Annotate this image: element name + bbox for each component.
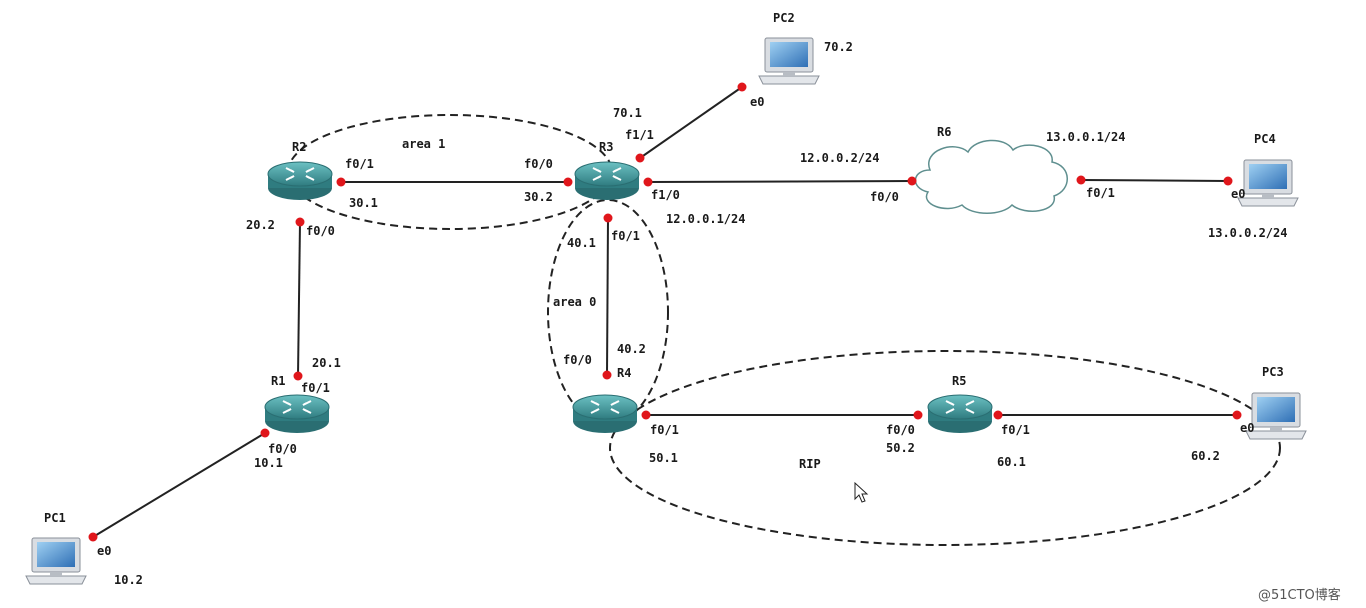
r1-ip-20-1: 20.1 xyxy=(312,356,341,370)
r3-ip-12-0-0-1: 12.0.0.1/24 xyxy=(666,212,746,226)
r5-ip-50-2: 50.2 xyxy=(886,441,915,455)
r2-f00-label: f0/0 xyxy=(306,224,335,238)
area1-label: area 1 xyxy=(402,137,446,151)
device-name-r5: R5 xyxy=(952,374,967,388)
area0-label: area 0 xyxy=(553,295,597,309)
pc4-e0-label: e0 xyxy=(1231,187,1246,201)
device-name-r6: R6 xyxy=(937,125,952,139)
r6-ip-13-0-0-1: 13.0.0.1/24 xyxy=(1046,130,1126,144)
r3-ip-40-1: 40.1 xyxy=(567,236,596,250)
rip-boundary xyxy=(609,350,1281,546)
pc2-e0-label: e0 xyxy=(750,95,765,109)
r1-f01-label: f0/1 xyxy=(301,381,330,395)
area1-boundary xyxy=(287,114,613,230)
r6-ip-12-0-0-2: 12.0.0.2/24 xyxy=(800,151,880,165)
port-r6-f01[interactable] xyxy=(1076,175,1086,185)
link-r3-r4[interactable] xyxy=(606,217,609,376)
mouse-cursor-icon xyxy=(854,481,869,503)
r3-f00-label: f0/0 xyxy=(524,157,553,171)
port-r4-f00[interactable] xyxy=(602,370,612,380)
r1-f00-label: f0/0 xyxy=(268,442,297,456)
port-r2-f01[interactable] xyxy=(336,177,346,187)
port-r2-f00[interactable] xyxy=(295,217,305,227)
pc4-ip: 13.0.0.2/24 xyxy=(1208,226,1288,240)
pc1-e0-label: e0 xyxy=(97,544,112,558)
port-r6-f00[interactable] xyxy=(907,176,917,186)
device-name-pc1: PC1 xyxy=(44,511,66,525)
router-r3[interactable] xyxy=(574,161,640,201)
cloud-r6[interactable] xyxy=(914,139,1068,214)
r4-ip-50-1: 50.1 xyxy=(649,451,678,465)
port-pc3-e0[interactable] xyxy=(1232,410,1242,420)
link-r6-pc4[interactable] xyxy=(1080,179,1229,182)
router-r2[interactable] xyxy=(267,161,333,201)
device-name-r3: R3 xyxy=(599,140,614,154)
link-r3-r6[interactable] xyxy=(647,180,913,183)
port-r4-f01[interactable] xyxy=(641,410,651,420)
port-r1-f00[interactable] xyxy=(260,428,270,438)
pc2-ip: 70.2 xyxy=(824,40,853,54)
r4-f01-label: f0/1 xyxy=(650,423,679,437)
device-name-r2: R2 xyxy=(292,140,307,154)
pc-pc1[interactable] xyxy=(25,537,87,585)
port-r1-f01[interactable] xyxy=(293,371,303,381)
port-r3-f11[interactable] xyxy=(635,153,645,163)
port-pc4-e0[interactable] xyxy=(1223,176,1233,186)
r6-f01-label: f0/1 xyxy=(1086,186,1115,200)
r2-ip-20-2: 20.2 xyxy=(246,218,275,232)
link-r3-pc2[interactable] xyxy=(639,86,743,159)
area0-boundary xyxy=(547,199,669,425)
port-r3-f00[interactable] xyxy=(563,177,573,187)
device-name-pc2: PC2 xyxy=(773,11,795,25)
device-name-pc4: PC4 xyxy=(1254,132,1276,146)
port-pc1-e0[interactable] xyxy=(88,532,98,542)
link-r1-pc1[interactable] xyxy=(92,432,266,538)
r2-ip-30-1: 30.1 xyxy=(349,196,378,210)
device-name-pc3: PC3 xyxy=(1262,365,1284,379)
r6-f00-label: f0/0 xyxy=(870,190,899,204)
watermark: @51CTO博客 xyxy=(1258,588,1341,603)
r5-f00-label: f0/0 xyxy=(886,423,915,437)
port-dots xyxy=(88,82,1242,542)
device-name-r4: R4 xyxy=(617,366,632,380)
r4-ip-40-2: 40.2 xyxy=(617,342,646,356)
port-pc2-e0[interactable] xyxy=(737,82,747,92)
r4-f00-label: f0/0 xyxy=(563,353,592,367)
port-r5-f00[interactable] xyxy=(913,410,923,420)
router-r4[interactable] xyxy=(572,394,638,434)
r3-f01-label: f0/1 xyxy=(611,229,640,243)
rip-label: RIP xyxy=(799,457,821,471)
pc1-ip: 10.2 xyxy=(114,573,143,587)
r2-f01-label: f0/1 xyxy=(345,157,374,171)
pc3-ip: 60.2 xyxy=(1191,449,1220,463)
router-r1[interactable] xyxy=(264,394,330,434)
r3-ip-30-2: 30.2 xyxy=(524,190,553,204)
link-r2-r1[interactable] xyxy=(297,221,301,377)
pc3-e0-label: e0 xyxy=(1240,421,1255,435)
port-r5-f01[interactable] xyxy=(993,410,1003,420)
r5-f01-label: f0/1 xyxy=(1001,423,1030,437)
pc-pc2[interactable] xyxy=(758,37,820,85)
links xyxy=(92,86,1237,538)
device-name-r1: R1 xyxy=(271,374,286,388)
r3-f10-label: f1/0 xyxy=(651,188,680,202)
port-r3-f10[interactable] xyxy=(643,177,653,187)
r3-ip-70-1: 70.1 xyxy=(613,106,642,120)
port-r3-f01[interactable] xyxy=(603,213,613,223)
r1-ip-10-1: 10.1 xyxy=(254,456,283,470)
r5-ip-60-1: 60.1 xyxy=(997,455,1026,469)
pc-pc4[interactable] xyxy=(1237,159,1299,207)
pc-pc3[interactable] xyxy=(1245,392,1307,440)
router-r5[interactable] xyxy=(927,394,993,434)
r3-f11-label: f1/1 xyxy=(625,128,654,142)
